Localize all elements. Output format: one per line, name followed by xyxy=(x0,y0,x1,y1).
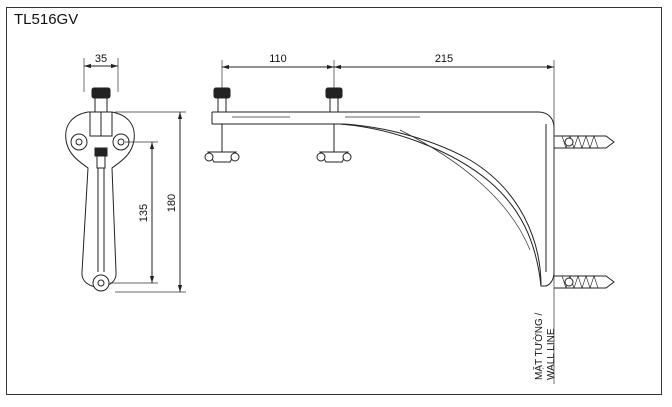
center-bolt xyxy=(94,147,108,157)
bracket-arm-outline xyxy=(212,111,555,287)
dim-label-35: 35 xyxy=(95,53,107,65)
front-view: 35 135 180 xyxy=(65,53,186,293)
side-view: 110 215 xyxy=(204,53,615,384)
dim-label-180: 180 xyxy=(166,194,178,212)
bottom-mount-hole xyxy=(92,274,110,292)
wall-line-label-en: WALL LINE xyxy=(546,328,557,380)
dim-label-135: 135 xyxy=(138,204,150,222)
left-mount-hole xyxy=(70,133,88,151)
upper-wall-anchor xyxy=(554,134,615,150)
drawing-frame xyxy=(6,7,662,395)
top-screw-shank xyxy=(94,97,108,113)
wall-line-label-vn: MẶT TƯỜNG / xyxy=(532,312,545,380)
left-bolt-head xyxy=(213,87,231,99)
model-title: TL516GV xyxy=(14,11,79,28)
top-screw-head xyxy=(91,87,111,99)
dim-label-110: 110 xyxy=(269,53,287,65)
dim-label-215: 215 xyxy=(435,53,453,65)
right-bolt-head xyxy=(325,87,343,99)
lower-wall-anchor xyxy=(554,274,615,290)
